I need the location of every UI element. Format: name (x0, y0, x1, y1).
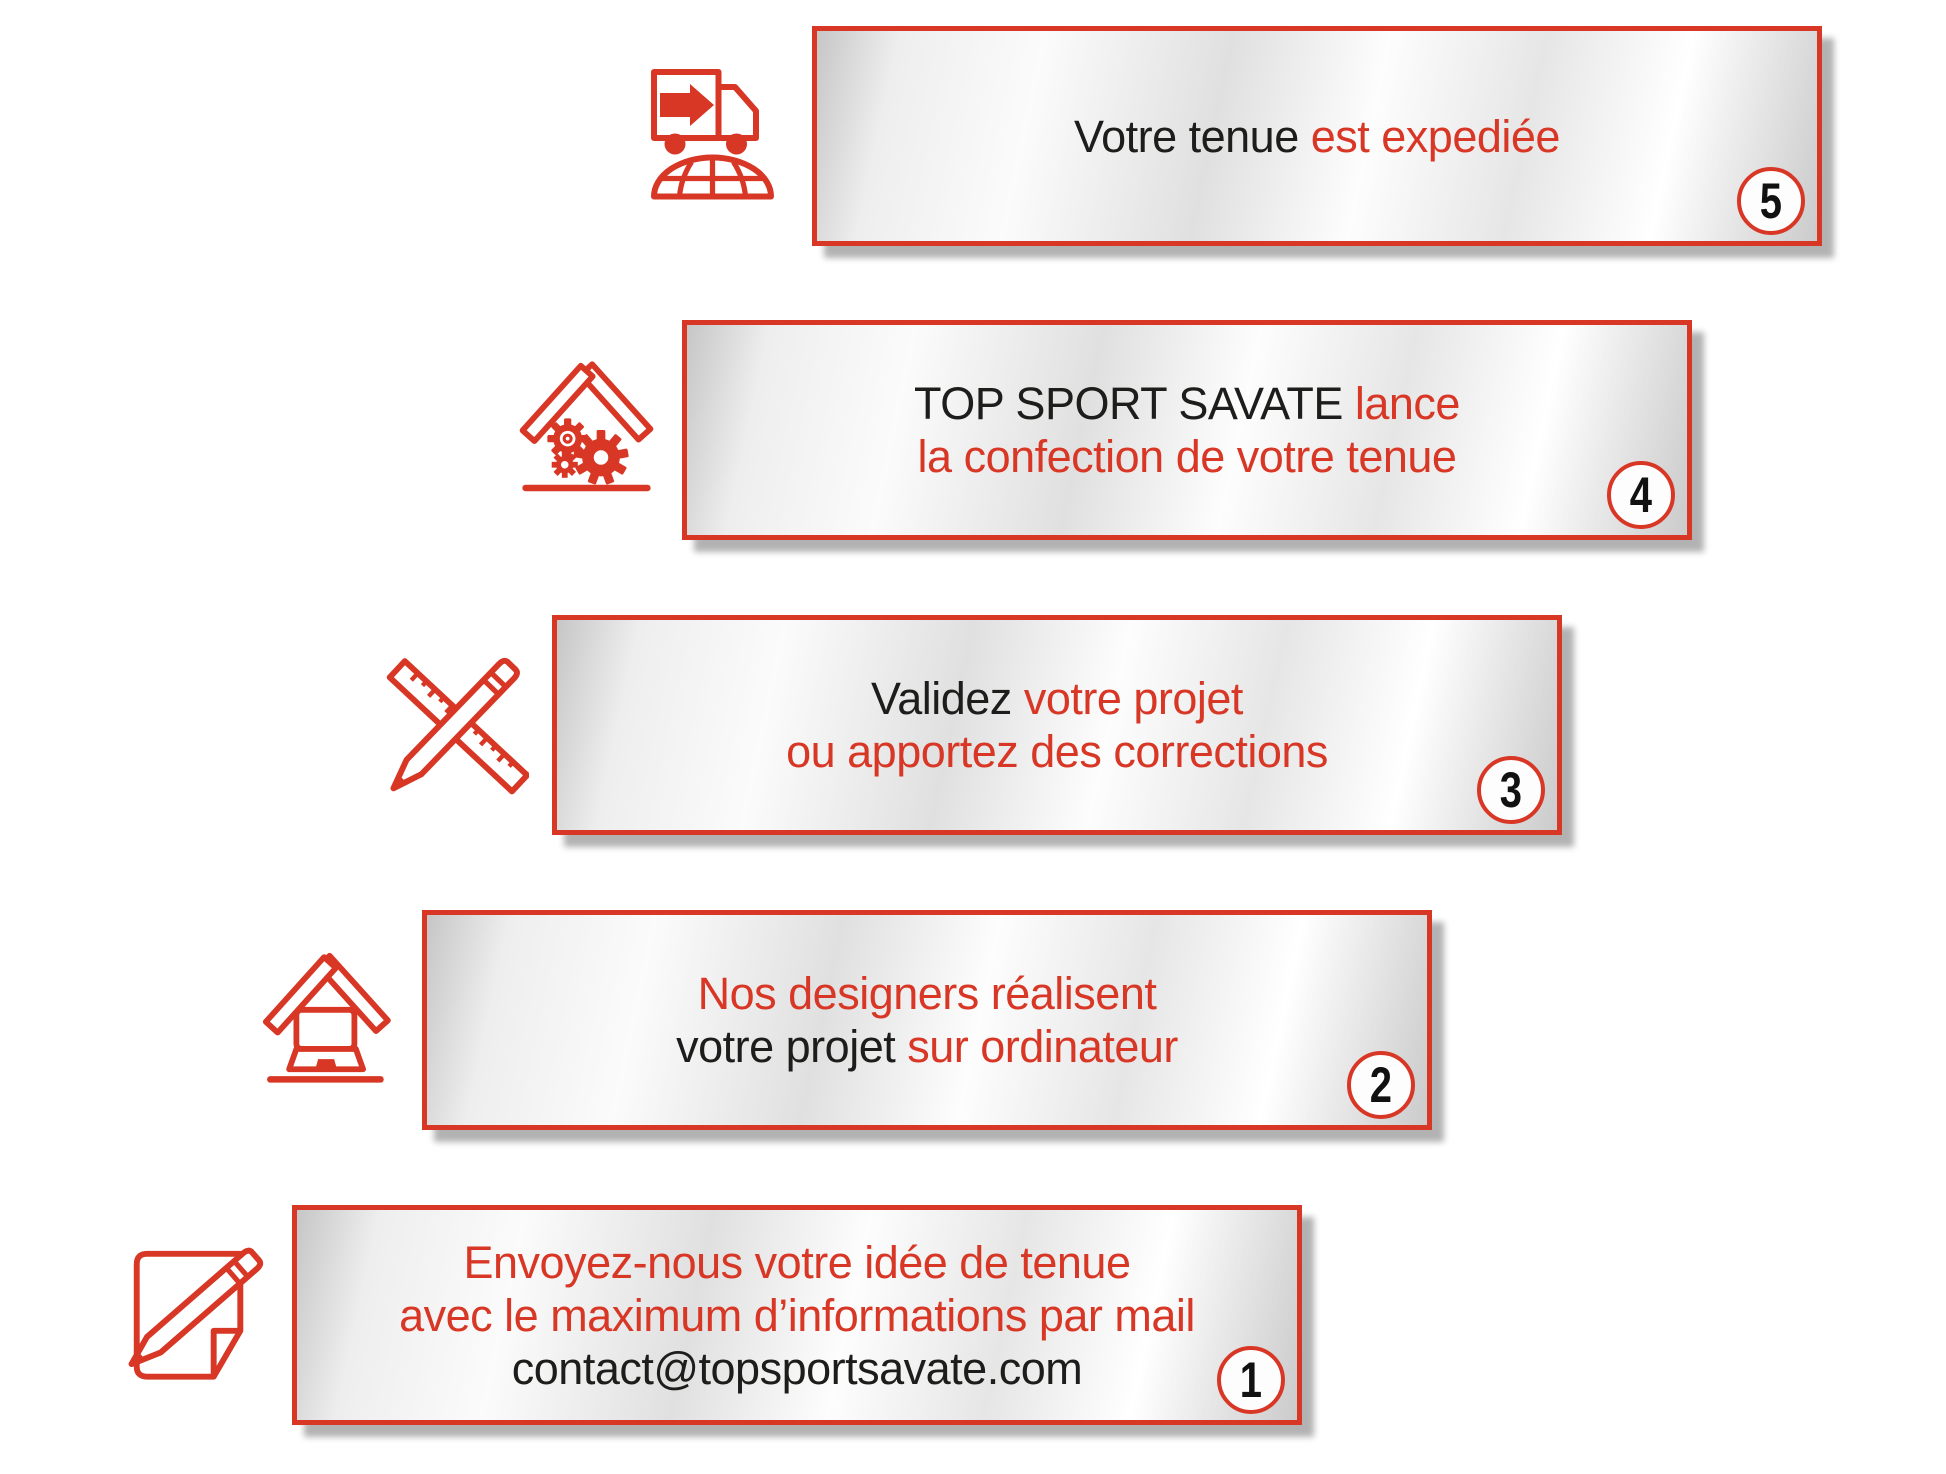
step-text-segment: TOP SPORT SAVATE (914, 378, 1355, 429)
notepad-pencil-icon (116, 1242, 264, 1390)
step-text-line: Votre tenue est expediée (1074, 110, 1560, 163)
step-text-line: Validez votre projet (786, 672, 1328, 725)
step-text-line: la confection de votre tenue (914, 430, 1460, 483)
step-number-badge: 3 (1477, 756, 1545, 824)
step-text-segment: est expediée (1310, 110, 1561, 162)
step-text-segment: lance (1354, 378, 1461, 429)
step-text-segment: avec le maximum d’informations par mail (399, 1289, 1195, 1341)
step-number: 2 (1369, 1057, 1393, 1113)
step-number-badge: 2 (1347, 1051, 1415, 1119)
workshop-gears-icon (514, 356, 659, 501)
house-laptop-icon (250, 946, 395, 1091)
step-number-badge: 4 (1607, 461, 1675, 529)
step-text-segment: Envoyez-nous votre idée de tenue (463, 1236, 1131, 1288)
step-number-badge: 1 (1217, 1346, 1285, 1414)
step-text-line: contact@topsportsavate.com (399, 1342, 1195, 1395)
step-text-line: TOP SPORT SAVATE lance (914, 377, 1460, 430)
step-number: 1 (1239, 1352, 1263, 1408)
step-banner-5: Votre tenue est expediée 5 (812, 26, 1822, 246)
step-text-segment: la confection de votre tenue (917, 431, 1457, 482)
step-text-line: avec le maximum d’informations par mail (399, 1289, 1195, 1342)
step-number: 4 (1629, 467, 1653, 523)
step-number: 3 (1499, 762, 1523, 818)
step-text-segment: sur ordinateur (907, 1021, 1178, 1072)
ruler-pencil-icon (381, 650, 529, 798)
step-text: Votre tenue est expediée (1074, 110, 1560, 163)
step-text-line: votre projet sur ordinateur (676, 1020, 1178, 1073)
step-text-segment: votre projet (676, 1021, 908, 1072)
step-text-segment: contact@topsportsavate.com (511, 1342, 1083, 1394)
step-text-segment: Nos designers réalisent (697, 968, 1157, 1019)
step-number: 5 (1759, 173, 1783, 229)
step-text-segment: Votre tenue (1074, 110, 1311, 162)
step-number-badge: 5 (1737, 167, 1805, 235)
step-text-line: Nos designers réalisent (676, 967, 1178, 1020)
step-text-segment: Validez (871, 673, 1024, 724)
step-text-segment: votre projet (1023, 673, 1244, 724)
step-text-segment: ou apportez des corrections (786, 726, 1328, 777)
delivery-truck-globe-icon (636, 50, 786, 202)
step-text-line: Envoyez-nous votre idée de tenue (399, 1236, 1195, 1289)
step-text-line: ou apportez des corrections (786, 725, 1328, 778)
